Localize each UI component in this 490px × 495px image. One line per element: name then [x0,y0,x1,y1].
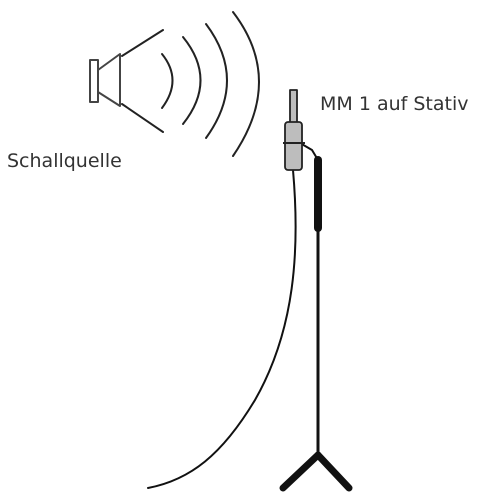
microphone-icon [283,89,305,171]
wave-arc-1 [161,53,174,109]
wave-arc-2 [182,36,202,125]
tripod-stand-icon [279,142,353,492]
wave-arc-3 [205,23,228,139]
wave-arc-4 [232,11,260,157]
wave-ray-top [121,29,164,57]
sound-source-label: Schallquelle [7,150,122,172]
speaker-icon [89,53,121,107]
microphone-stand-label: MM 1 auf Stativ [320,93,469,115]
sound-waves-icon [121,11,260,157]
wave-ray-bottom [121,103,164,133]
cable-icon [147,169,297,489]
